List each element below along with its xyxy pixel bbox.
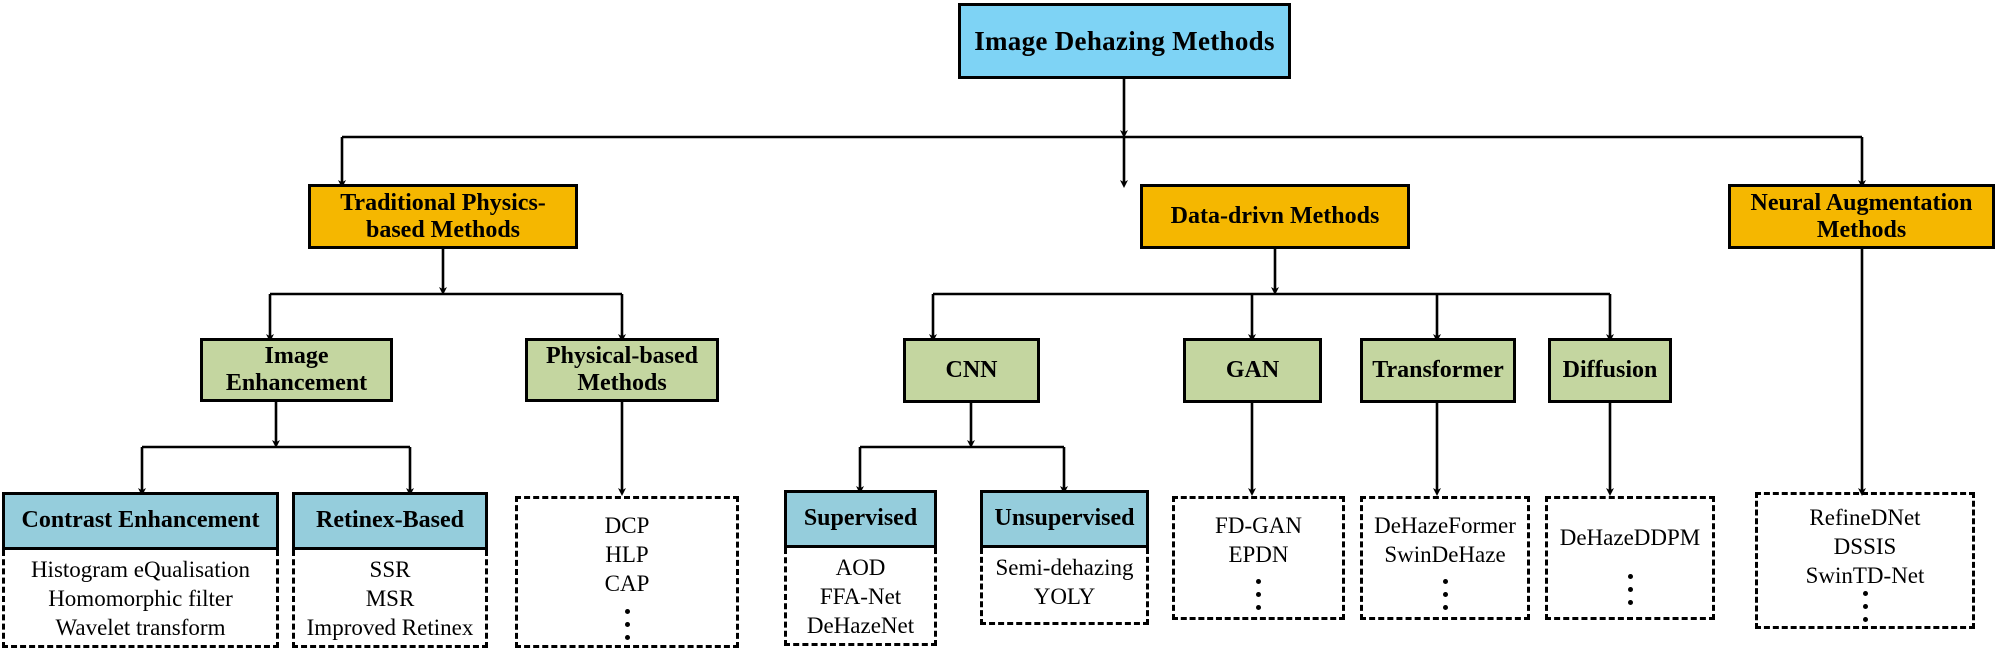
leaf-retinex-based[interactable]: Retinex-Based SSR MSR Improved Retinex [292, 492, 488, 648]
node-gan-label: GAN [1225, 357, 1280, 384]
node-root-label: Image Dehazing Methods [974, 25, 1275, 56]
leaf-diffusion-body: DeHazeDDPM [1545, 496, 1715, 620]
leaf-contrast-enhancement-body: Histogram eQualisation Homomorphic filte… [2, 550, 279, 648]
leaf-neural-augmentation-list[interactable]: RefineDNet DSSIS SwinTD-Net [1755, 492, 1975, 629]
leaf-supervised-body: AOD FFA-Net DeHazeNet [784, 548, 937, 646]
list-item: FD-GAN [1215, 513, 1302, 538]
node-neural-augmentation-methods[interactable]: Neural Augmentation Methods [1728, 184, 1995, 249]
list-item: FFA-Net [819, 584, 902, 610]
vertical-ellipsis-icon [1627, 570, 1633, 609]
leaf-gan-body: FD-GAN EPDN [1172, 496, 1345, 620]
list-item: HLP [605, 542, 649, 568]
list-item: DeHazeDDPM [1559, 525, 1701, 550]
node-physical-based-label: Physical-based Methods [545, 343, 698, 396]
leaf-supervised-header: Supervised [784, 490, 937, 548]
leaf-diffusion-list[interactable]: DeHazeDDPM [1545, 496, 1715, 620]
node-traditional-label: Traditional Physics-based Methods [340, 189, 546, 243]
node-data-drivn-label: Data-drivn Methods [1170, 203, 1380, 230]
vertical-ellipsis-icon [1442, 575, 1448, 614]
node-diffusion[interactable]: Diffusion [1548, 338, 1672, 403]
list-item: Improved Retinex [306, 615, 474, 641]
node-neural-augmentation-label: Neural Augmentation Methods [1750, 189, 1973, 243]
vertical-ellipsis-icon [624, 605, 630, 644]
list-item: DeHazeNet [806, 613, 915, 639]
leaf-transformer-body: DeHazeFormer SwinDeHaze [1360, 496, 1530, 620]
leaf-physical-based-body: DCP HLP CAP [515, 496, 739, 648]
node-root-image-dehazing-methods[interactable]: Image Dehazing Methods [958, 3, 1291, 79]
node-cnn[interactable]: CNN [903, 338, 1040, 403]
list-item: Wavelet transform [55, 615, 226, 641]
list-item: AOD [835, 555, 886, 580]
vertical-ellipsis-icon [1862, 587, 1868, 626]
leaf-transformer-list[interactable]: DeHazeFormer SwinDeHaze [1360, 496, 1530, 620]
list-item: Histogram eQualisation [30, 557, 251, 582]
leaf-retinex-based-header: Retinex-Based [292, 492, 488, 550]
node-diffusion-label: Diffusion [1562, 357, 1658, 384]
node-data-drivn-methods[interactable]: Data-drivn Methods [1140, 184, 1410, 249]
leaf-unsupervised[interactable]: Unsupervised Semi-dehazing YOLY [980, 490, 1149, 625]
list-item: Semi-dehazing [995, 555, 1134, 580]
list-item: DSSIS [1833, 534, 1897, 560]
list-item: SwinTD-Net [1805, 563, 1925, 589]
leaf-unsupervised-body: Semi-dehazing YOLY [980, 548, 1149, 625]
leaf-gan-list[interactable]: FD-GAN EPDN [1172, 496, 1345, 620]
leaf-contrast-enhancement[interactable]: Contrast Enhancement Histogram eQualisat… [2, 492, 279, 648]
list-item: EPDN [1228, 542, 1289, 568]
leaf-physical-based-methods-list[interactable]: DCP HLP CAP [515, 496, 739, 648]
list-item: SSR [369, 557, 411, 582]
list-item: SwinDeHaze [1384, 542, 1506, 568]
node-traditional-physics-based-methods[interactable]: Traditional Physics-based Methods [308, 184, 578, 249]
leaf-contrast-enhancement-header: Contrast Enhancement [2, 492, 279, 550]
list-item: MSR [365, 586, 415, 612]
node-transformer[interactable]: Transformer [1360, 338, 1516, 403]
node-physical-based-methods[interactable]: Physical-based Methods [525, 338, 719, 402]
leaf-neural-augmentation-body: RefineDNet DSSIS SwinTD-Net [1755, 492, 1975, 629]
list-item: DeHazeFormer [1374, 513, 1516, 538]
leaf-unsupervised-header: Unsupervised [980, 490, 1149, 548]
list-item: CAP [604, 571, 650, 597]
list-item: Homomorphic filter [48, 586, 233, 612]
node-image-enhancement[interactable]: Image Enhancement [200, 338, 393, 402]
node-transformer-label: Transformer [1372, 357, 1504, 384]
node-image-enhancement-label: Image Enhancement [225, 343, 368, 396]
list-item: RefineDNet [1809, 505, 1921, 530]
leaf-retinex-based-body: SSR MSR Improved Retinex [292, 550, 488, 648]
list-item: YOLY [1033, 584, 1096, 610]
node-gan[interactable]: GAN [1183, 338, 1322, 403]
leaf-supervised[interactable]: Supervised AOD FFA-Net DeHazeNet [784, 490, 937, 646]
vertical-ellipsis-icon [1256, 575, 1261, 614]
node-cnn-label: CNN [945, 357, 998, 384]
list-item: DCP [604, 513, 650, 538]
